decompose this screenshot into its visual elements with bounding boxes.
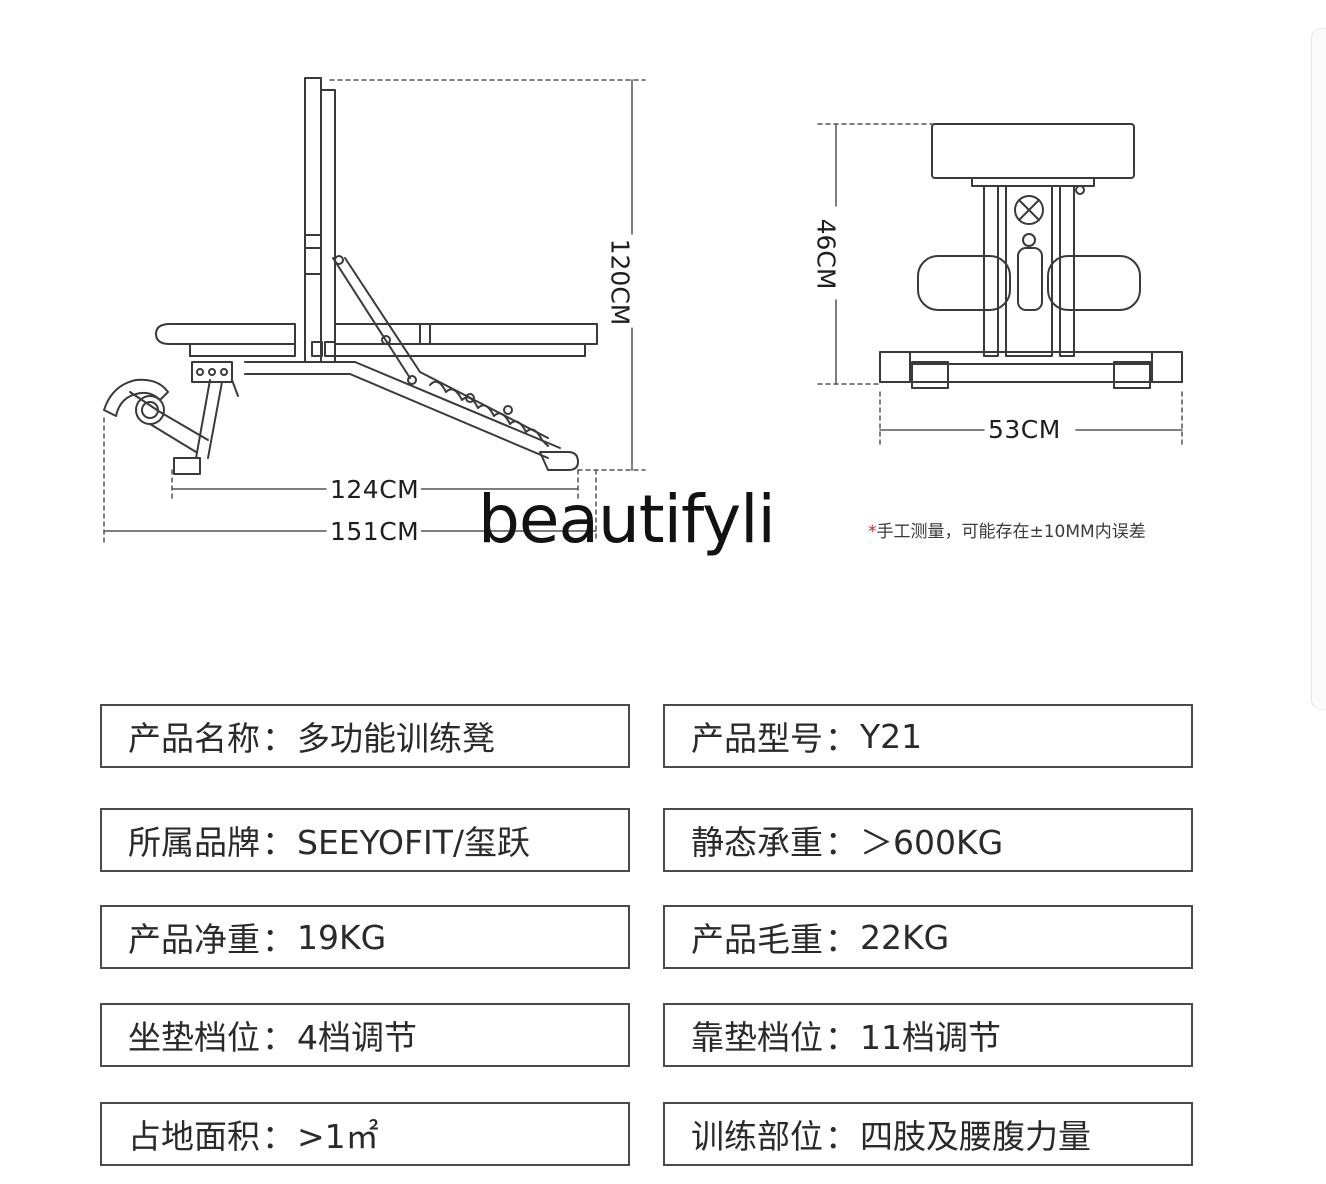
total-length-label: 151CM bbox=[328, 517, 422, 546]
spec-value: 4档调节 bbox=[297, 1018, 417, 1057]
spec-static-load: 静态承重：＞600KG bbox=[663, 808, 1193, 872]
spec-separator: ： bbox=[825, 920, 858, 959]
spec-separator: ： bbox=[825, 1117, 858, 1156]
spec-back-positions: 靠垫档位：11档调节 bbox=[663, 1003, 1193, 1067]
spec-label: 训练部位 bbox=[691, 1117, 823, 1156]
spec-brand: 所属品牌：SEEYOFIT/玺跃 bbox=[100, 808, 630, 872]
spec-separator: ： bbox=[262, 823, 295, 862]
spec-value: 11档调节 bbox=[860, 1018, 1001, 1057]
seat-height-label: 46CM bbox=[811, 216, 841, 292]
spec-value: SEEYOFIT/玺跃 bbox=[297, 823, 530, 862]
spec-separator: ： bbox=[825, 1018, 858, 1057]
spec-training-areas: 训练部位：四肢及腰腹力量 bbox=[663, 1102, 1193, 1166]
spec-label: 静态承重 bbox=[691, 823, 823, 862]
base-length-label: 124CM bbox=[328, 475, 422, 504]
spec-gross-weight: 产品毛重：22KG bbox=[663, 905, 1193, 969]
spec-value: >1㎡ bbox=[297, 1117, 379, 1156]
spec-value: 多功能训练凳 bbox=[297, 719, 495, 758]
spec-label: 产品毛重 bbox=[691, 920, 823, 959]
spec-separator: ： bbox=[262, 1018, 295, 1057]
spec-label: 靠垫档位 bbox=[691, 1018, 823, 1057]
spec-value: 22KG bbox=[860, 917, 950, 957]
spec-separator: ： bbox=[262, 920, 295, 959]
spec-label: 产品净重 bbox=[128, 920, 260, 959]
spec-seat-positions: 坐垫档位：4档调节 bbox=[100, 1003, 630, 1067]
scroll-edge bbox=[1311, 28, 1326, 710]
spec-value: ＞600KG bbox=[860, 823, 1004, 862]
watermark-text: beautifyli bbox=[478, 481, 776, 558]
bench-dimension-drawing bbox=[103, 77, 1183, 543]
spec-separator: ： bbox=[825, 719, 858, 758]
note-text: 手工测量，可能存在±10MM内误差 bbox=[876, 522, 1146, 542]
spec-product-name: 产品名称：多功能训练凳 bbox=[100, 704, 630, 768]
spec-label: 坐垫档位 bbox=[128, 1018, 260, 1057]
spec-separator: ： bbox=[262, 1117, 295, 1156]
spec-label: 所属品牌 bbox=[128, 823, 260, 862]
spec-value: 四肢及腰腹力量 bbox=[860, 1117, 1091, 1156]
spec-label: 占地面积 bbox=[128, 1117, 260, 1156]
side-view-bench bbox=[103, 77, 598, 475]
spec-label: 产品型号 bbox=[691, 719, 823, 758]
spec-footprint: 占地面积：>1㎡ bbox=[100, 1102, 630, 1166]
spec-label: 产品名称 bbox=[128, 719, 260, 758]
measurement-note: *手工测量，可能存在±10MM内误差 bbox=[868, 517, 1146, 542]
base-width-label: 53CM bbox=[986, 415, 1063, 444]
spec-value: Y21 bbox=[860, 716, 923, 756]
spec-value: 19KG bbox=[297, 917, 387, 957]
spec-net-weight: 产品净重：19KG bbox=[100, 905, 630, 969]
front-view-bench bbox=[879, 123, 1183, 389]
spec-separator: ： bbox=[262, 719, 295, 758]
height-dimension-label: 120CM bbox=[605, 236, 635, 328]
spec-separator: ： bbox=[825, 823, 858, 862]
note-asterisk: * bbox=[868, 522, 877, 542]
spec-model: 产品型号：Y21 bbox=[663, 704, 1193, 768]
